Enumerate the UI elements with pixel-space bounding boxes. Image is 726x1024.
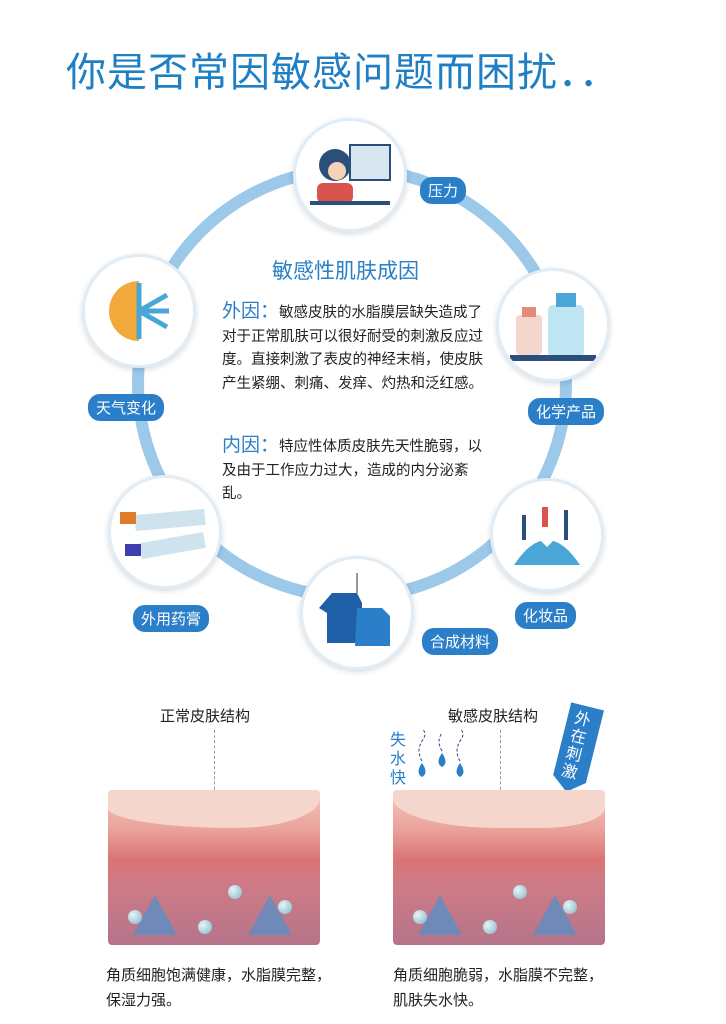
- divider: [214, 730, 215, 800]
- causes-title: 敏感性肌肤成因: [272, 259, 419, 283]
- divider: [500, 730, 501, 800]
- internal-label: 内因：: [222, 434, 280, 456]
- water-drops-icon: [418, 728, 464, 777]
- cause-label-ointment: 外用药膏: [133, 605, 210, 632]
- normal-skin-title: 正常皮肤结构: [160, 707, 251, 725]
- internal-cause: 内因：特应性体质皮肤先天性脆弱，以及由于工作应力过大，造成的内分泌紊乱。: [222, 434, 492, 507]
- synthetic-clothes-icon: [300, 556, 414, 670]
- cause-label-synthetic: 合成材料: [422, 628, 499, 655]
- page-title: 你是否常因敏感问题而困扰．．: [66, 50, 620, 96]
- external-label: 外因：: [222, 300, 280, 322]
- ointment-tubes-icon: [108, 475, 222, 589]
- cause-label-stress: 压力: [420, 177, 467, 204]
- sensitive-skin-title: 敏感皮肤结构: [448, 707, 539, 725]
- normal-skin-diagram: [108, 790, 320, 945]
- external-cause: 外因：敏感皮肤的水脂膜层缺失造成了对于正常肌肤可以很好耐受的刺激反应过度。直接刺…: [222, 300, 492, 396]
- chemical-bottles-icon: [496, 268, 610, 382]
- water-loss-label: 失水快: [390, 730, 407, 787]
- sensitive-skin-diagram: [393, 790, 605, 945]
- sensitive-skin-desc: 角质细胞脆弱，水脂膜不完整，肌肤失水快。: [393, 966, 604, 1009]
- external-text: 敏感皮肤的水脂膜层缺失造成了对于正常肌肤可以很好耐受的刺激反应过度。直接刺激了表…: [222, 305, 483, 392]
- normal-skin-desc: 角质细胞饱满健康，水脂膜完整，保湿力强。: [106, 966, 332, 1009]
- cause-label-chemicals: 化学产品: [528, 398, 605, 425]
- cosmetics-icon: [490, 478, 604, 592]
- stress-person-icon: [293, 118, 407, 232]
- internal-text: 特应性体质皮肤先天性脆弱，以及由于工作应力过大，造成的内分泌紊乱。: [222, 439, 483, 502]
- cause-label-weather: 天气变化: [88, 394, 165, 421]
- weather-sun-snow-icon: [82, 254, 196, 368]
- cause-label-cosmetics: 化妆品: [515, 602, 577, 629]
